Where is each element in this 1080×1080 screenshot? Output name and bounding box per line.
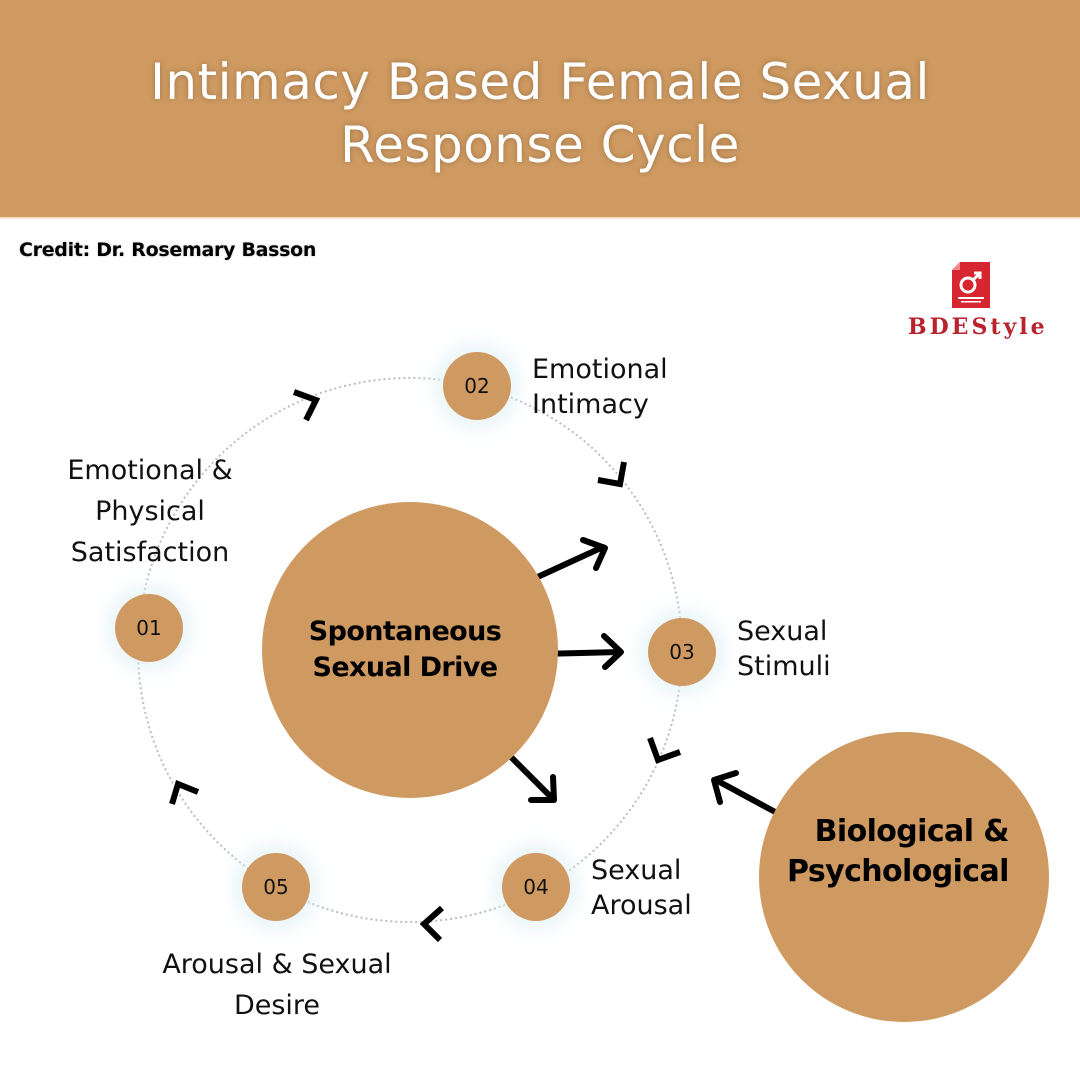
node-number: 05 <box>263 875 289 899</box>
brand-logo: BDEStyle <box>905 262 1050 344</box>
node-label-05: Arousal & Sexual Desire <box>137 944 417 1026</box>
center-circle-spontaneous-drive: Spontaneous Sexual Drive <box>262 502 558 798</box>
label-line: Sexual <box>591 855 682 886</box>
banner-divider <box>0 217 1080 219</box>
page-title: Intimacy Based Female Sexual Response Cy… <box>150 41 930 177</box>
node-label-03: Sexual Stimuli <box>737 614 831 684</box>
credit-text: Credit: Dr. Rosemary Basson <box>19 239 317 261</box>
arrow-head-from-biological <box>711 770 739 805</box>
node-label-02: Emotional Intimacy <box>532 352 668 422</box>
label-line: Stimuli <box>737 651 831 682</box>
label-line: Desire <box>233 990 321 1021</box>
label-line: Sexual <box>737 616 828 647</box>
cycle-node-04: 04 <box>502 853 570 921</box>
label-line: Intimacy <box>532 389 649 420</box>
label-line: Arousal & Sexual <box>162 949 392 980</box>
label-line: Physical <box>95 496 205 527</box>
cycle-chevron-5-1 <box>169 779 200 805</box>
node-label-01: Emotional & Physical Satisfaction <box>45 450 255 573</box>
cycle-chevron-2-3 <box>597 461 627 488</box>
center-line-2: Sexual Drive <box>312 652 499 683</box>
title-line-2: Response Cycle <box>340 115 740 174</box>
arrow-head-to-sexual-stimuli <box>601 633 624 670</box>
cycle-node-02: 02 <box>443 352 511 420</box>
arrow-head-to-emotional-intimacy <box>580 537 608 571</box>
cycle-node-03: 03 <box>648 618 716 686</box>
node-number: 04 <box>523 875 549 899</box>
node-number: 01 <box>136 616 162 640</box>
node-number: 03 <box>669 640 695 664</box>
cycle-node-05: 05 <box>242 853 310 921</box>
label-line: Emotional <box>532 354 668 385</box>
node-number: 02 <box>464 374 490 398</box>
label-line: Emotional & <box>67 455 233 486</box>
cycle-chevron-4-5 <box>419 905 444 943</box>
title-line-1: Intimacy Based Female Sexual <box>150 52 930 111</box>
cycle-chevron-3-4 <box>647 736 682 764</box>
external-circle-biological-psychological: Biological & Psychological <box>759 732 1049 1022</box>
label-line: Satisfaction <box>70 537 230 568</box>
label-line: Arousal <box>591 890 692 921</box>
arrow-head-to-sexual-arousal <box>528 774 557 803</box>
brand-name: BDEStyle <box>908 314 1048 340</box>
cycle-node-01: 01 <box>115 594 183 662</box>
cycle-chevron-1-2 <box>292 389 321 422</box>
node-label-04: Sexual Arousal <box>591 853 692 923</box>
title-banner: Intimacy Based Female Sexual Response Cy… <box>0 0 1080 217</box>
male-symbol-document-icon <box>952 262 990 308</box>
external-line-2: Psychological <box>787 854 1009 889</box>
arrow-to-emotional-intimacy <box>528 544 606 583</box>
external-line-1: Biological & <box>814 814 1010 849</box>
center-line-1: Spontaneous <box>308 616 502 647</box>
